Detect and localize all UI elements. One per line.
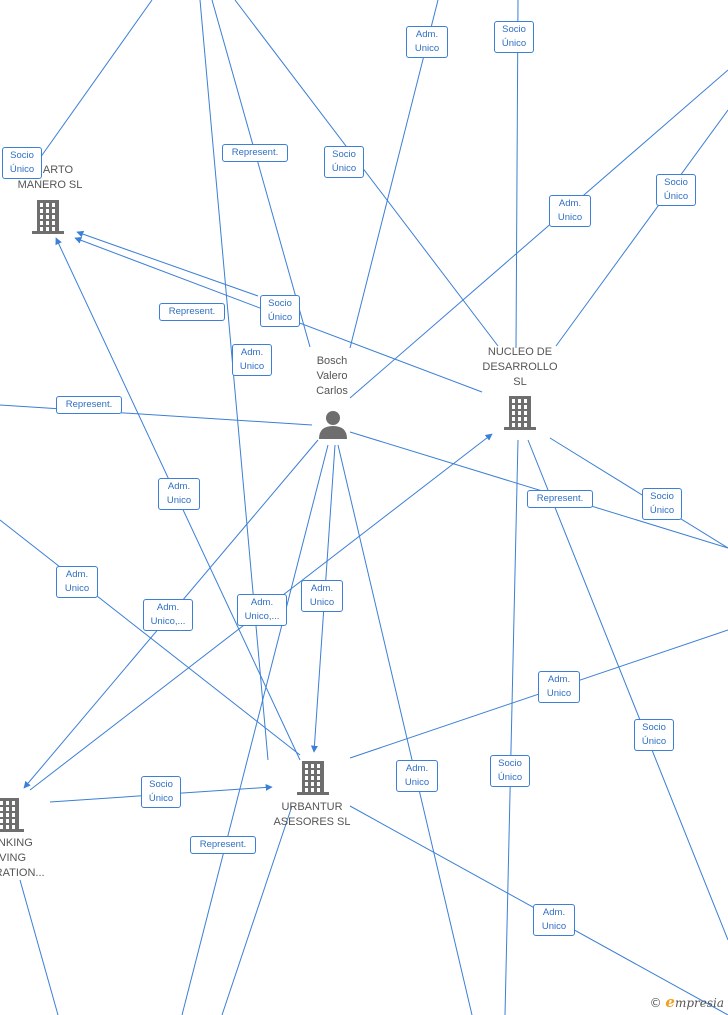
node-label-urbantur[interactable]: URBANTUR ASESORES SL (273, 801, 351, 828)
edge-line-4 (349, 0, 439, 349)
edge-line-14 (549, 437, 728, 549)
edge-label-11[interactable]: Socio Único (642, 488, 682, 520)
edge-label-19[interactable]: Socio Único (141, 776, 181, 808)
edge-line-5 (515, 0, 519, 349)
edge-label-6[interactable]: Socio Único (656, 174, 696, 206)
company-icon-nucleo[interactable] (504, 396, 536, 430)
person-icon-bosch[interactable] (319, 411, 347, 439)
edge-line-19 (337, 444, 473, 1015)
edge-label-15[interactable]: Adm. Unico,... (143, 599, 193, 631)
node-label-nucleo[interactable]: NUCLEO DE DESARROLLO SL (482, 346, 558, 388)
edge-label-18[interactable]: Adm. Unico (538, 671, 580, 703)
company-icon-cuarto[interactable] (32, 200, 64, 234)
company-icon-banking[interactable] (0, 798, 24, 832)
edge-line-2 (211, 0, 311, 348)
node-label-bosch[interactable]: Bosch Valero Carlos (316, 355, 348, 397)
company-icon-urbantur[interactable] (297, 761, 329, 795)
edge-line-1 (199, 0, 269, 761)
edge-label-1[interactable]: Socio Único (494, 21, 534, 53)
edge-line-8 (0, 404, 313, 426)
node-label-banking[interactable]: BANKING LIVING OPERATION... (0, 837, 45, 879)
edge-label-0[interactable]: Adm. Unico (406, 26, 448, 58)
edge-label-22[interactable]: Adm. Unico (396, 760, 438, 792)
edge-label-4[interactable]: Socio Único (2, 147, 42, 179)
brand-logo: © empresia (649, 993, 724, 1011)
edge-line-6 (349, 69, 728, 399)
edge-label-21[interactable]: Represent. (190, 836, 256, 854)
edge-label-24[interactable]: Adm. Unico (533, 904, 575, 936)
edge-label-9[interactable]: Adm. Unico (232, 344, 272, 376)
edge-label-20[interactable]: Socio Único (490, 755, 530, 787)
edge-label-3[interactable]: Socio Único (324, 146, 364, 178)
edge-line-24 (527, 439, 728, 941)
edge-label-17[interactable]: Adm. Unico (301, 580, 343, 612)
edge-line-21 (221, 805, 293, 1015)
edge-label-8[interactable]: Socio Único (260, 295, 300, 327)
edge-line-9 (0, 519, 301, 756)
edge-line-18 (181, 444, 329, 1015)
edge-label-5[interactable]: Adm. Unico (549, 195, 591, 227)
edge-line-12 (76, 230, 259, 297)
edge-line-3 (234, 0, 499, 347)
edge-label-12[interactable]: Represent. (527, 490, 593, 508)
edge-line-0 (39, 0, 153, 159)
edge-line-23 (504, 439, 519, 1015)
edge-label-10[interactable]: Represent. (56, 396, 122, 414)
edge-label-14[interactable]: Adm. Unico (56, 566, 98, 598)
edge-label-2[interactable]: Represent. (222, 144, 288, 162)
edge-label-16[interactable]: Adm. Unico,... (237, 594, 287, 626)
edge-label-7[interactable]: Represent. (159, 303, 225, 321)
edge-label-23[interactable]: Socio Único (634, 719, 674, 751)
edge-line-26 (19, 879, 59, 1015)
edge-label-13[interactable]: Adm. Unico (158, 478, 200, 510)
edge-line-7 (555, 109, 728, 347)
